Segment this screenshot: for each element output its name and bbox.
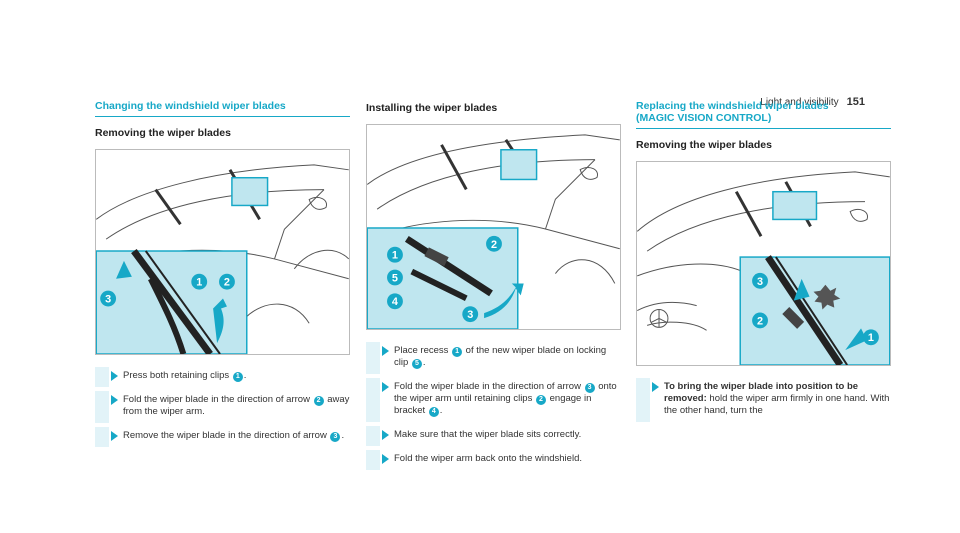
section-name: Light and visibility [760, 97, 839, 108]
step-item: Place recess 1 of the new wiper blade on… [366, 342, 621, 374]
ref-badge: 3 [330, 432, 341, 442]
step-arrow-icon [382, 382, 389, 392]
ref-badge: 1 [452, 347, 463, 357]
ref-badge: 2 [313, 396, 324, 406]
step-item: Fold the wiper arm back onto the windshi… [366, 450, 621, 470]
step-arrow-icon [652, 382, 659, 392]
step-item: Make sure that the wiper blade sits corr… [366, 426, 621, 446]
callout-1: 1 [196, 277, 202, 289]
steps-list: Press both retaining clips 1. Fold the w… [95, 367, 350, 447]
step-item: Press both retaining clips 1. [95, 367, 350, 387]
subsection-title: Installing the wiper blades [366, 102, 498, 114]
figure-remove-wiper: 3 1 2 [95, 149, 350, 355]
column-removing: Changing the windshield wiper blades Rem… [95, 100, 350, 451]
column-magic-vision: Replacing the windshield wiper blades (M… [636, 100, 891, 426]
ref-badge: 2 [535, 395, 546, 405]
car-illustration: 1 2 5 4 3 [367, 134, 620, 329]
step-arrow-icon [111, 395, 118, 405]
steps-list: To bring the wiper blade into position t… [636, 378, 891, 422]
car-illustration: 3 2 1 [637, 171, 890, 365]
step-arrow-icon [382, 454, 389, 464]
callout-2: 2 [757, 315, 763, 327]
figure-magic-vision-wiper: 3 2 1 [636, 161, 891, 366]
car-illustration: 3 1 2 [96, 164, 349, 354]
steps-list: Place recess 1 of the new wiper blade on… [366, 342, 621, 470]
subsection-title: Removing the wiper blades [636, 139, 772, 151]
callout-3: 3 [467, 309, 473, 321]
page-number: 151 [846, 96, 865, 108]
callout-2: 2 [491, 239, 497, 251]
section-title: Changing the windshield wiper blades [95, 100, 350, 117]
column-installing: Installing the wiper blades 1 2 [366, 100, 621, 474]
callout-1: 1 [392, 250, 398, 262]
subsection-title: Removing the wiper blades [95, 127, 231, 139]
ref-badge: 1 [232, 372, 243, 382]
step-item: Fold the wiper blade in the direction of… [366, 378, 621, 422]
callout-1: 1 [868, 332, 874, 344]
page-header: Light and visibility 151 [760, 96, 865, 108]
step-arrow-icon [111, 431, 118, 441]
ref-badge: 5 [411, 359, 422, 369]
section-title: Replacing the windshield wiper blades (M… [636, 100, 891, 129]
step-item: Remove the wiper blade in the direction … [95, 427, 350, 447]
callout-2: 2 [224, 277, 230, 289]
callout-4: 4 [392, 296, 398, 308]
step-arrow-icon [382, 430, 389, 440]
step-arrow-icon [382, 346, 389, 356]
callout-3: 3 [105, 294, 111, 306]
callout-3: 3 [757, 276, 763, 288]
step-item: Fold the wiper blade in the direction of… [95, 391, 350, 423]
callout-5: 5 [392, 272, 398, 284]
ref-badge: 3 [584, 383, 595, 393]
figure-install-wiper: 1 2 5 4 3 [366, 124, 621, 330]
ref-badge: 4 [428, 407, 439, 417]
step-arrow-icon [111, 371, 118, 381]
step-item: To bring the wiper blade into position t… [636, 378, 891, 422]
